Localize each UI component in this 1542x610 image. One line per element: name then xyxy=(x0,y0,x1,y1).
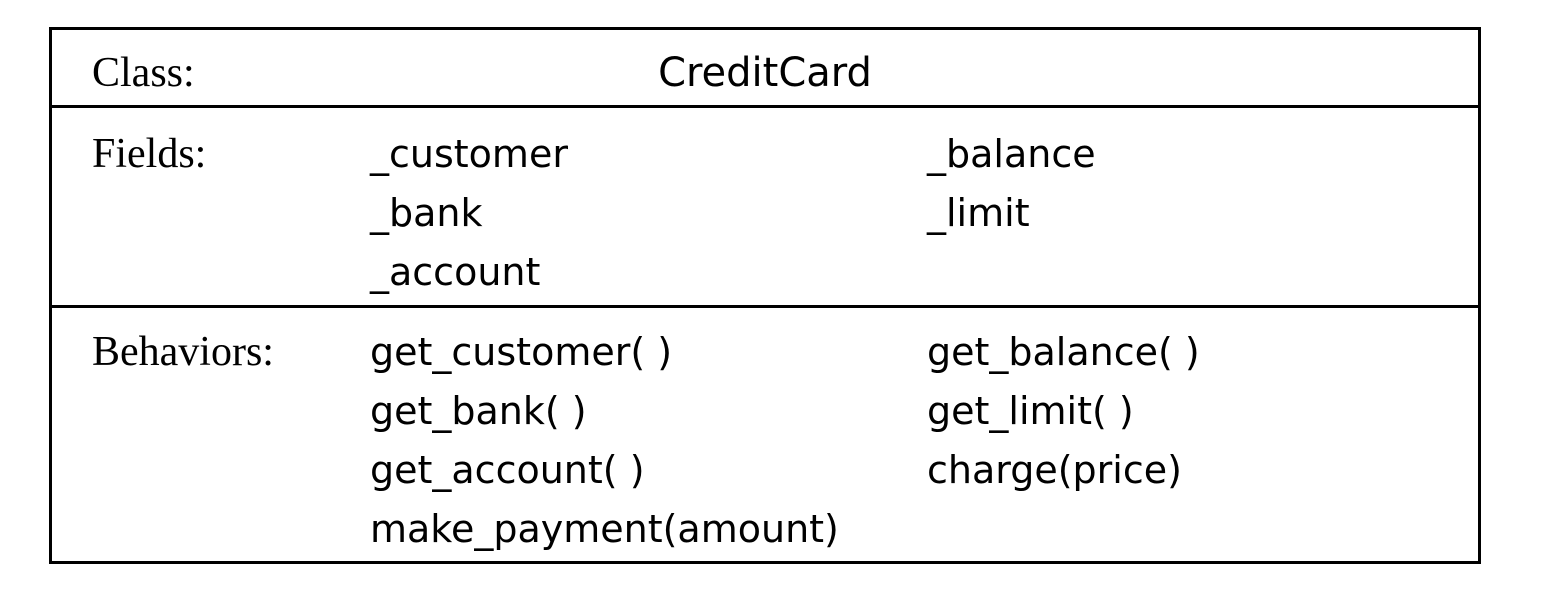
behavior-item: get_bank( ) xyxy=(370,389,587,433)
behavior-item: charge(price) xyxy=(927,448,1182,492)
fields-right-column: _balance _limit xyxy=(927,125,1096,243)
fields-left-column: _customer _bank _account xyxy=(370,125,568,302)
behaviors-section: Behaviors: get_customer( ) get_bank( ) g… xyxy=(52,308,1478,561)
behavior-item: get_limit( ) xyxy=(927,389,1134,433)
behaviors-label: Behaviors: xyxy=(92,329,274,375)
fields-label: Fields: xyxy=(92,131,207,177)
field-item: _customer xyxy=(370,132,568,176)
class-diagram-box: Class: CreditCard Fields: _customer _ban… xyxy=(49,27,1481,564)
class-label: Class: xyxy=(92,50,195,96)
field-item: _balance xyxy=(927,132,1096,176)
field-item: _limit xyxy=(927,191,1030,235)
behavior-item: get_account( ) xyxy=(370,448,645,492)
class-section: Class: CreditCard xyxy=(52,30,1478,108)
behavior-item: get_customer( ) xyxy=(370,330,673,374)
behavior-item: get_balance( ) xyxy=(927,330,1200,374)
field-item: _account xyxy=(370,250,541,294)
behaviors-left-column: get_customer( ) get_bank( ) get_account(… xyxy=(370,323,839,559)
field-item: _bank xyxy=(370,191,483,235)
behavior-item: make_payment(amount) xyxy=(370,507,839,551)
behaviors-right-column: get_balance( ) get_limit( ) charge(price… xyxy=(927,323,1200,500)
fields-section: Fields: _customer _bank _account _balanc… xyxy=(52,108,1478,308)
class-name: CreditCard xyxy=(658,50,872,96)
